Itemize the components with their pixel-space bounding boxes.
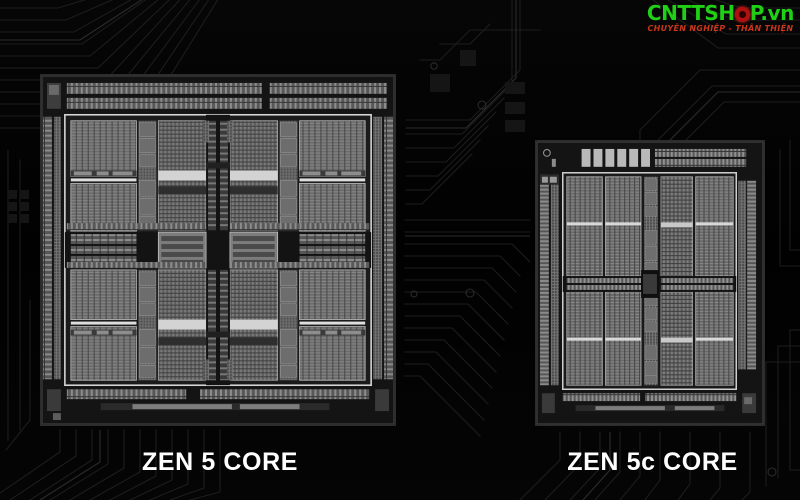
zen5c-caption: ZEN 5c CORE — [567, 448, 738, 476]
logo-text-part-1: CNTTSH — [646, 1, 735, 25]
logo-tagline: CHUYÊN NGHIỆP - THÂN THIỆN — [647, 24, 794, 33]
logo-wordmark: CNTTSH P.vn — [646, 1, 795, 25]
zen5c-die-graphic — [536, 141, 764, 425]
zen5-die-graphic — [41, 75, 395, 425]
zen5-die-image — [40, 74, 396, 426]
zen5-caption: ZEN 5 CORE — [141, 448, 299, 476]
logo-text-suffix: .vn — [760, 1, 794, 25]
zen5c-die-image — [535, 140, 765, 426]
watermark-logo: CNTTSH P.vn CHUYÊN NGHIỆP - THÂN THIỆN — [646, 1, 795, 33]
logo-text-part-2: P — [749, 1, 761, 25]
red-dot-icon — [734, 7, 750, 22]
